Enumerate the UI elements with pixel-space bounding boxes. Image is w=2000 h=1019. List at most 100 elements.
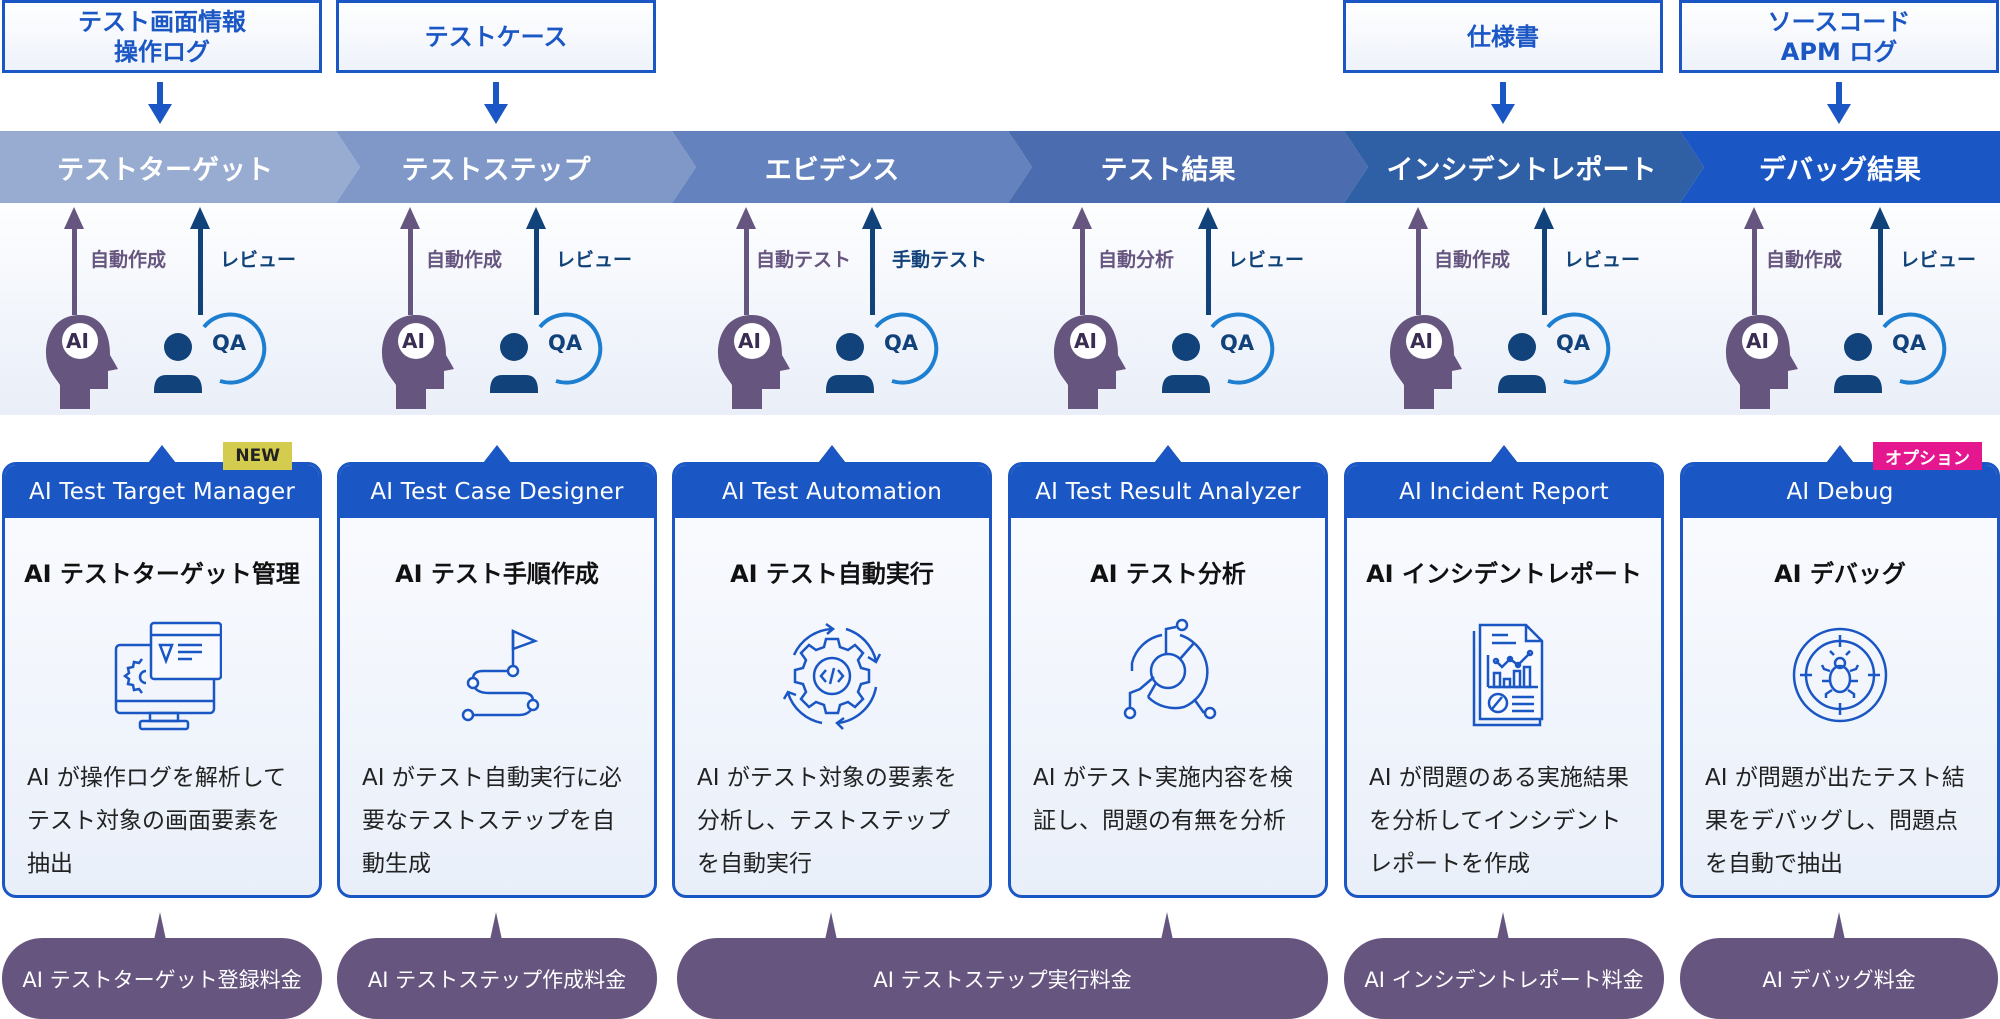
gear-cycle-code-icon — [782, 622, 882, 730]
actor-group-3: AI QA 自動テスト 手動テスト — [672, 203, 1002, 415]
ai-badge-label: AI — [1074, 329, 1097, 353]
product-title: AI インシデントレポート — [1366, 560, 1642, 588]
product-description: AI がテスト実施内容を検証し、問題の有無を分析 — [1033, 765, 1293, 834]
card-notch — [1154, 445, 1182, 463]
input-box-test-case: テストケース — [336, 0, 656, 73]
ai-qa-actors-icon — [1390, 207, 1611, 409]
qa-action-label: レビュー — [220, 249, 297, 271]
card-notch — [1490, 445, 1518, 463]
down-arrow-icon — [148, 82, 172, 124]
ai-qa-actors-icon — [718, 207, 939, 409]
card-notch — [818, 445, 846, 463]
monitor-gear-icon — [114, 621, 222, 731]
ai-action-label: 自動作成 — [426, 249, 503, 271]
ai-badge-label: AI — [66, 329, 89, 353]
product-description: AI がテスト自動実行に必要なテストステップを自動生成 — [362, 765, 622, 877]
product-title: AI テストターゲット管理 — [24, 560, 300, 588]
actor-group-1: AI QA 自動作成 レビュー — [0, 203, 330, 415]
fee-test-step-execution: AI テストステップ実行料金 — [677, 938, 1328, 1019]
product-card-incident-report: AI Incident Report AI インシデントレポート AI が問題の… — [1344, 445, 1664, 898]
ai-qa-actors-icon — [382, 207, 603, 409]
fee-debug: AI デバッグ料金 — [1680, 938, 1998, 1019]
product-name: AI Debug — [1683, 465, 1997, 518]
product-description: AI がテスト対象の要素を分析し、テストステップを自動実行 — [697, 765, 957, 877]
qa-badge-label: QA — [1220, 331, 1255, 355]
report-chart-icon — [1472, 623, 1544, 727]
actor-group-5: AI QA 自動作成 レビュー — [1344, 203, 1674, 415]
qa-action-label: レビュー — [1228, 249, 1305, 271]
analysis-circuit-icon — [1123, 618, 1217, 720]
product-description: AI が問題が出たテスト結果をデバッグし、問題点を自動で抽出 — [1705, 765, 1965, 877]
fee-pointer — [490, 912, 502, 940]
ai-badge-label: AI — [1410, 329, 1433, 353]
fee-pointer — [1497, 912, 1509, 940]
actor-zone — [0, 203, 2000, 415]
product-card-test-result-analyzer: AI Test Result Analyzer AI テスト分析 AI がテスト… — [1008, 445, 1328, 898]
fee-pointer — [825, 912, 837, 940]
ai-action-label: 自動テスト — [756, 249, 852, 271]
ai-badge-label: AI — [738, 329, 761, 353]
product-description: AI が操作ログを解析してテスト対象の画面要素を抽出 — [27, 765, 287, 877]
fee-incident-report: AI インシデントレポート料金 — [1344, 938, 1664, 1019]
qa-action-label: レビュー — [1900, 249, 1977, 271]
option-badge: オプション — [1873, 442, 1982, 470]
product-title: AI テスト自動実行 — [730, 560, 934, 588]
ai-action-label: 自動作成 — [1766, 249, 1843, 271]
product-name: AI Test Automation — [675, 465, 989, 518]
product-card-test-case-designer: AI Test Case Designer AI テスト手順作成 AI がテスト… — [337, 445, 657, 898]
product-description: AI が問題のある実施結果を分析してインシデントレポートを作成 — [1369, 765, 1629, 877]
stage-test-result: テスト結果 — [1100, 154, 1236, 186]
ai-badge-label: AI — [1746, 329, 1769, 353]
qa-badge-label: QA — [548, 331, 583, 355]
fee-pointer — [154, 912, 166, 940]
new-badge: NEW — [223, 442, 292, 470]
ai-action-label: 自動作成 — [90, 249, 167, 271]
product-title: AI テスト分析 — [1090, 560, 1246, 588]
qa-badge-label: QA — [212, 331, 247, 355]
product-name: AI Incident Report — [1347, 465, 1661, 518]
qa-badge-label: QA — [884, 331, 919, 355]
stage-test-step: テストステップ — [401, 154, 591, 186]
card-notch — [148, 445, 176, 463]
fee-test-target-registration: AI テストターゲット登録料金 — [2, 938, 322, 1019]
down-arrow-icon — [484, 82, 508, 124]
actor-group-4: AI QA 自動分析 レビュー — [1008, 203, 1338, 415]
qa-badge-label: QA — [1556, 331, 1591, 355]
route-flag-icon — [461, 629, 540, 722]
ai-qa-actors-icon — [1726, 207, 1947, 409]
product-card-debug: AI Debug AI デバッグ AI が問題が出たテスト結果をデバッグし、問題… — [1680, 442, 2000, 898]
input-box-spec: 仕様書 — [1343, 0, 1663, 73]
product-title: AI テスト手順作成 — [395, 560, 599, 588]
actor-group-6: AI QA 自動作成 レビュー — [1680, 203, 2000, 415]
product-card-test-automation: AI Test Automation AI テスト自動実行 AI がテスト対象の… — [672, 445, 992, 898]
ai-action-label: 自動作成 — [1434, 249, 1511, 271]
product-name: AI Test Case Designer — [340, 465, 654, 518]
bug-target-icon — [1792, 627, 1888, 723]
card-notch — [483, 445, 511, 463]
ai-qa-actors-icon — [1054, 207, 1275, 409]
fee-test-step-creation: AI テストステップ作成料金 — [337, 938, 657, 1019]
qa-action-label: 手動テスト — [892, 249, 988, 271]
ai-qa-actors-icon — [46, 207, 267, 409]
stage-incident-report: インシデントレポート — [1386, 154, 1657, 186]
ai-badge-label: AI — [402, 329, 425, 353]
card-notch — [1826, 445, 1854, 463]
fee-pointer — [1161, 912, 1173, 940]
input-box-source-code: ソースコード APM ログ — [1679, 0, 1999, 73]
input-box-screen-info: テスト画面情報 操作ログ — [2, 0, 322, 73]
actor-group-2: AI QA 自動作成 レビュー — [336, 203, 666, 415]
qa-action-label: レビュー — [1564, 249, 1641, 271]
ai-action-label: 自動分析 — [1098, 249, 1175, 271]
product-title: AI デバッグ — [1774, 560, 1906, 588]
stage-evidence: エビデンス — [764, 154, 900, 186]
down-arrow-icon — [1491, 82, 1515, 124]
product-name: AI Test Target Manager — [5, 465, 319, 518]
product-card-test-target-manager: AI Test Target Manager AI テストターゲット管理 AI … — [2, 442, 322, 898]
qa-action-label: レビュー — [556, 249, 633, 271]
stage-test-target: テストターゲット — [57, 154, 273, 186]
stage-chevron-band — [0, 131, 2000, 203]
product-name: AI Test Result Analyzer — [1011, 465, 1325, 518]
stage-debug-result: デバッグ結果 — [1759, 154, 1921, 186]
down-arrow-icon — [1827, 82, 1851, 124]
fee-pointer — [1833, 912, 1845, 940]
